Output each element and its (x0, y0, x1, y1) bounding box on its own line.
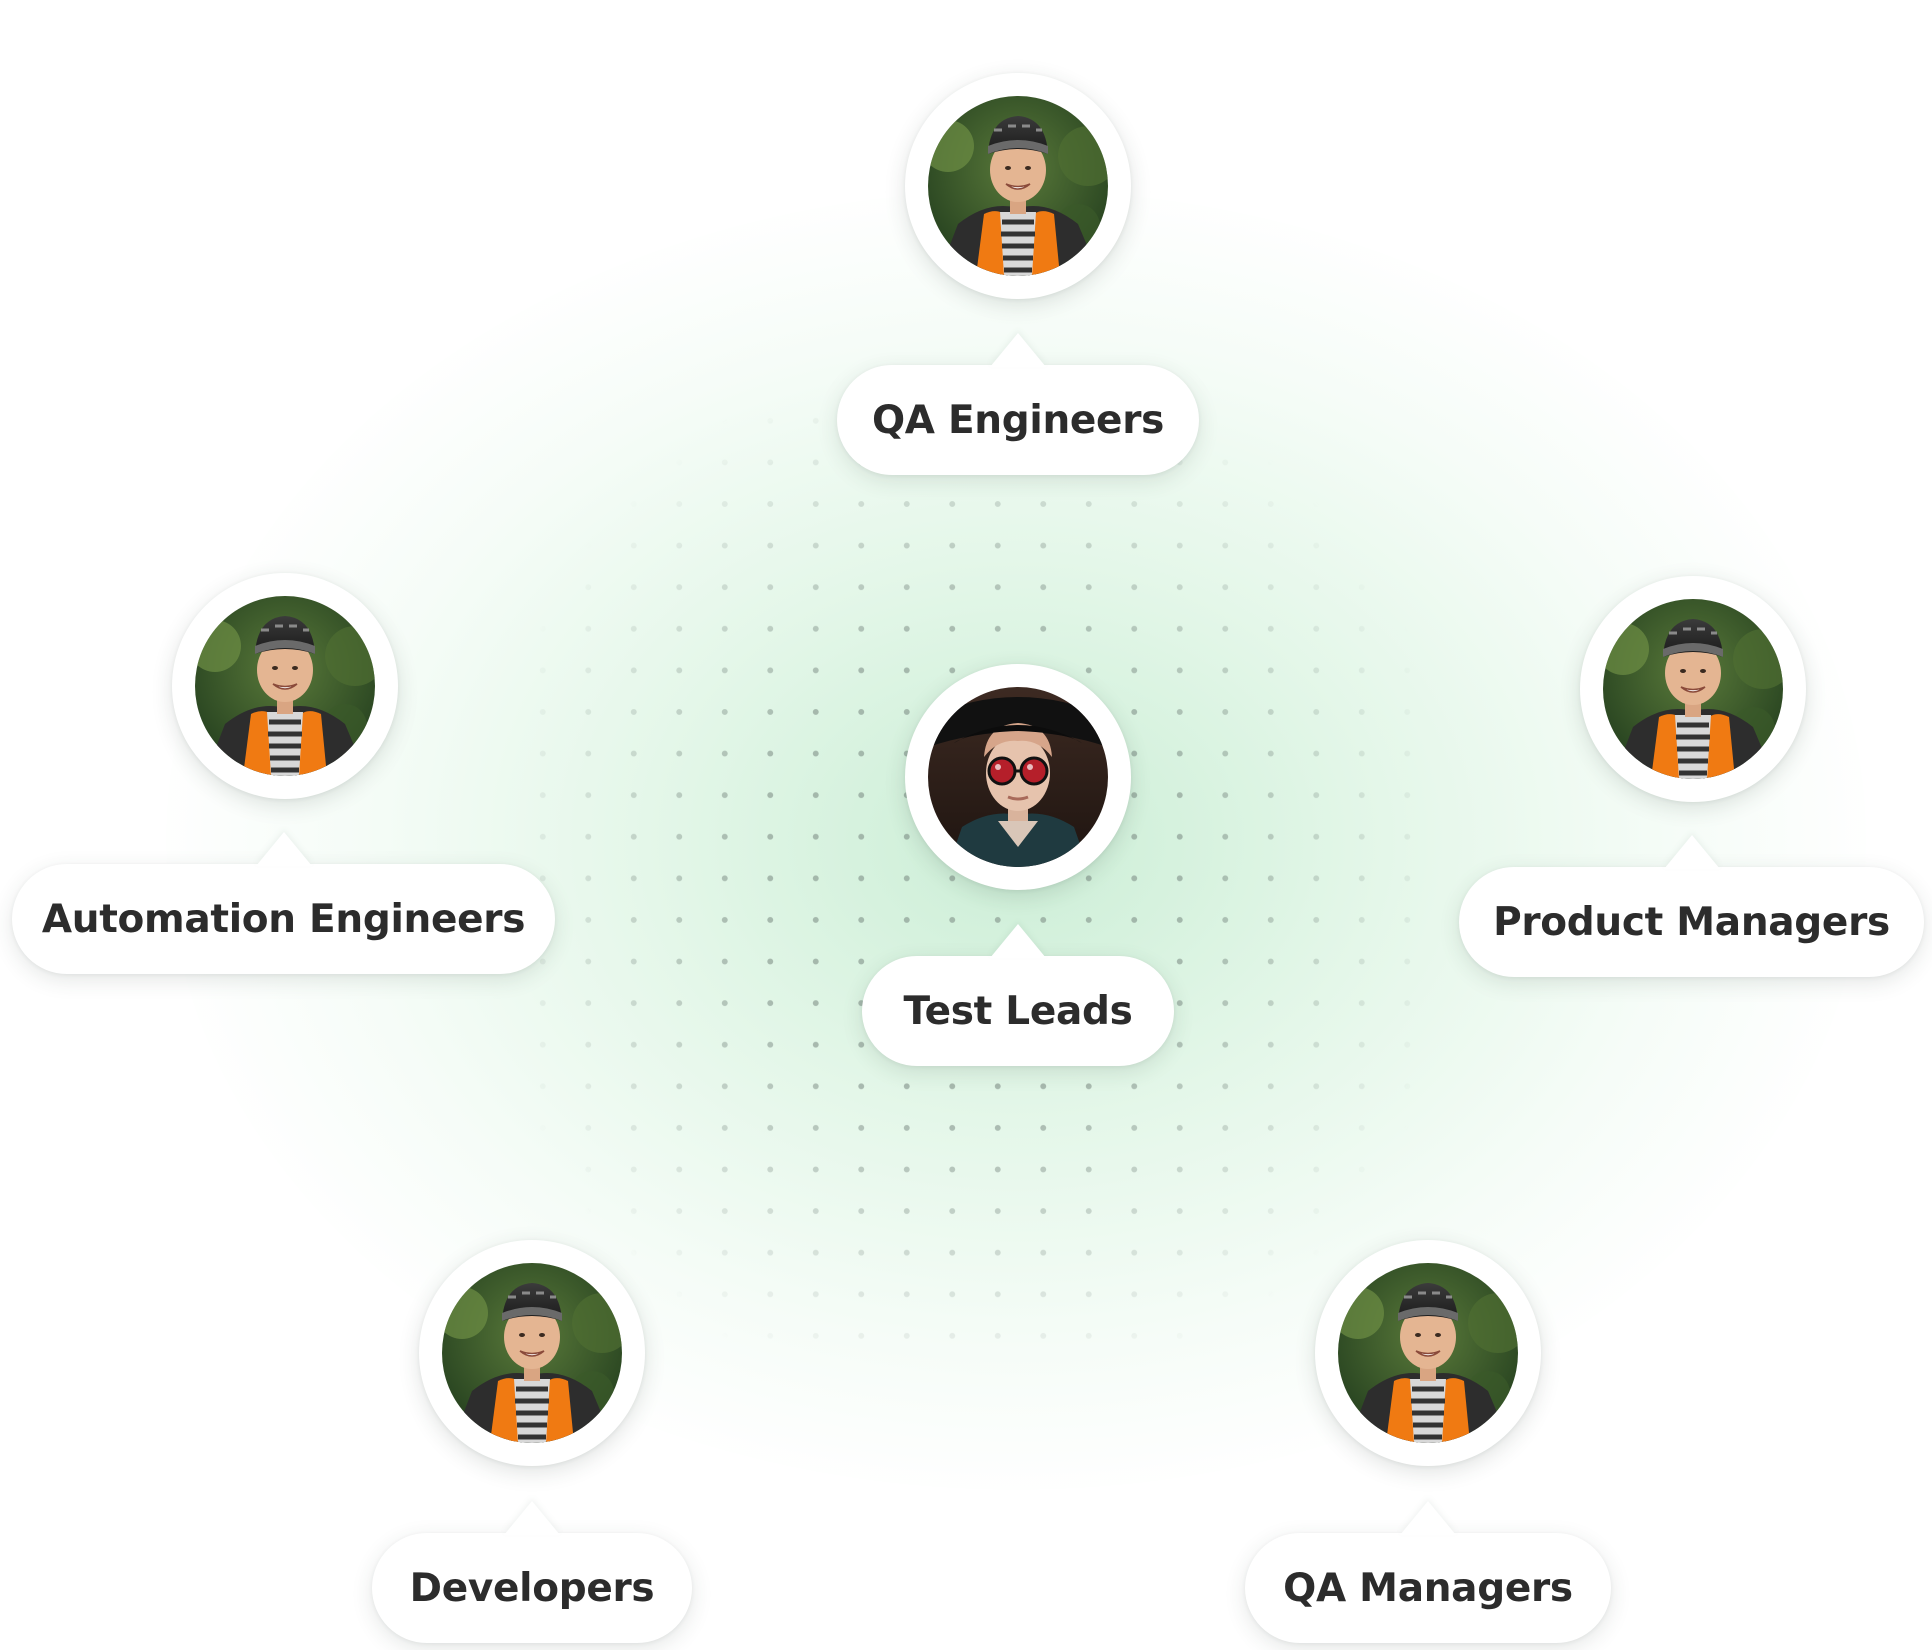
label-test-leads: Test Leads (903, 988, 1133, 1034)
avatar-automation-engineers (172, 573, 398, 799)
person-avatar-icon (1338, 1263, 1518, 1443)
bubble-test-leads: Test Leads (862, 956, 1174, 1066)
label-qa-managers: QA Managers (1283, 1565, 1573, 1611)
bubble-developers: Developers (372, 1533, 692, 1643)
bubble-product-managers: Product Managers (1459, 867, 1924, 977)
bubble-automation-engineers: Automation Engineers (12, 864, 555, 974)
label-product-managers: Product Managers (1493, 899, 1890, 945)
person-avatar-icon (195, 596, 375, 776)
dot-grid-pattern (520, 400, 1420, 1360)
avatar-developers (419, 1240, 645, 1466)
label-automation-engineers: Automation Engineers (41, 896, 526, 942)
person-avatar-icon (442, 1263, 622, 1443)
person-sunglasses-avatar-icon (928, 687, 1108, 867)
person-avatar-icon (1603, 599, 1783, 779)
avatar-qa-engineers (905, 73, 1131, 299)
bubble-qa-managers: QA Managers (1245, 1533, 1611, 1643)
avatar-test-leads (905, 664, 1131, 890)
label-qa-engineers: QA Engineers (871, 397, 1165, 443)
avatar-qa-managers (1315, 1240, 1541, 1466)
person-avatar-icon (928, 96, 1108, 276)
label-developers: Developers (409, 1565, 655, 1611)
bubble-qa-engineers: QA Engineers (837, 365, 1199, 475)
avatar-product-managers (1580, 576, 1806, 802)
